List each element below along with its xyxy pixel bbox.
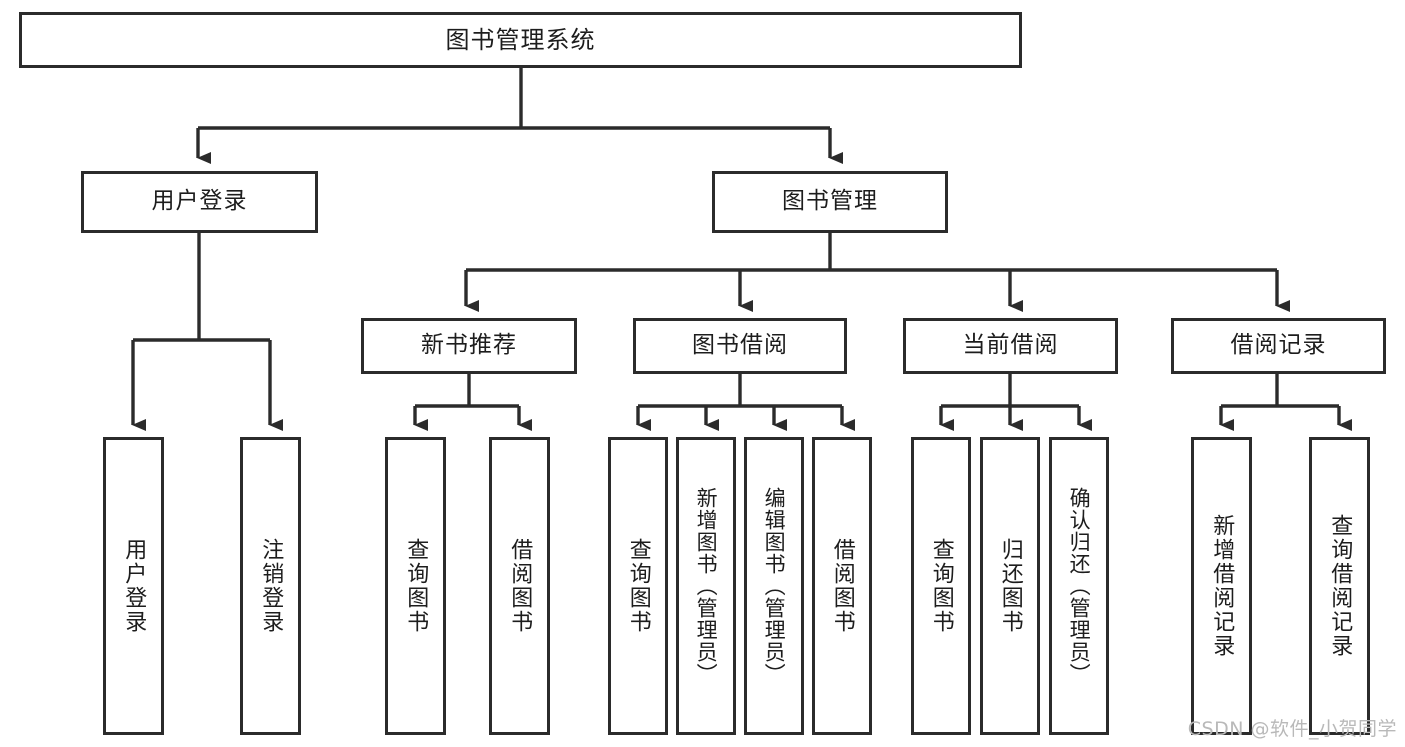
- node-current-borrow[interactable]: 当前借阅: [903, 318, 1118, 374]
- leaf-label: 新增图书（管理员）: [694, 487, 719, 685]
- leaf-label: 查询图书: [625, 538, 651, 634]
- leaf-label: 查询借阅记录: [1327, 514, 1353, 658]
- leaf-borrow-borrow-book[interactable]: 借阅图书: [812, 437, 872, 735]
- leaf-user-login-login[interactable]: 用户登录: [103, 437, 164, 735]
- node-book-borrow-label: 图书借阅: [692, 332, 788, 359]
- leaf-user-login-logout[interactable]: 注销登录: [240, 437, 301, 735]
- leaf-borrow-query-book[interactable]: 查询图书: [608, 437, 668, 735]
- node-root-label: 图书管理系统: [445, 25, 596, 54]
- leaf-record-add-borrow-record[interactable]: 新增借阅记录: [1191, 437, 1252, 735]
- leaf-label: 确认归还（管理员）: [1067, 487, 1092, 685]
- leaf-current-query-book[interactable]: 查询图书: [911, 437, 971, 735]
- leaf-new-book-borrow-book[interactable]: 借阅图书: [489, 437, 550, 735]
- leaf-label: 用户登录: [121, 538, 147, 634]
- node-new-book-recommend-label: 新书推荐: [421, 332, 517, 359]
- leaf-label: 借阅图书: [829, 538, 855, 634]
- node-borrow-record[interactable]: 借阅记录: [1171, 318, 1386, 374]
- node-book-borrow[interactable]: 图书借阅: [633, 318, 847, 374]
- leaf-label: 编辑图书（管理员）: [762, 487, 787, 685]
- leaf-borrow-edit-book-admin[interactable]: 编辑图书（管理员）: [744, 437, 804, 735]
- node-user-login-label: 用户登录: [151, 188, 248, 215]
- leaf-label: 借阅图书: [507, 538, 533, 634]
- leaf-label: 新增借阅记录: [1209, 514, 1235, 658]
- node-root-book-management-system[interactable]: 图书管理系统: [19, 12, 1022, 68]
- leaf-label: 查询图书: [928, 538, 954, 634]
- leaf-borrow-add-book-admin[interactable]: 新增图书（管理员）: [676, 437, 736, 735]
- leaf-current-return-book[interactable]: 归还图书: [980, 437, 1040, 735]
- node-book-management[interactable]: 图书管理: [712, 171, 948, 233]
- node-borrow-record-label: 借阅记录: [1230, 332, 1327, 359]
- node-user-login[interactable]: 用户登录: [81, 171, 318, 233]
- leaf-record-query-borrow-record[interactable]: 查询借阅记录: [1309, 437, 1370, 735]
- leaf-label: 归还图书: [997, 538, 1023, 634]
- leaf-label: 查询图书: [403, 538, 429, 634]
- node-new-book-recommend[interactable]: 新书推荐: [361, 318, 577, 374]
- node-book-management-label: 图书管理: [782, 188, 878, 215]
- leaf-current-confirm-return-admin[interactable]: 确认归还（管理员）: [1049, 437, 1109, 735]
- leaf-new-book-query-book[interactable]: 查询图书: [385, 437, 446, 735]
- node-current-borrow-label: 当前借阅: [962, 332, 1059, 359]
- leaf-label: 注销登录: [258, 538, 284, 634]
